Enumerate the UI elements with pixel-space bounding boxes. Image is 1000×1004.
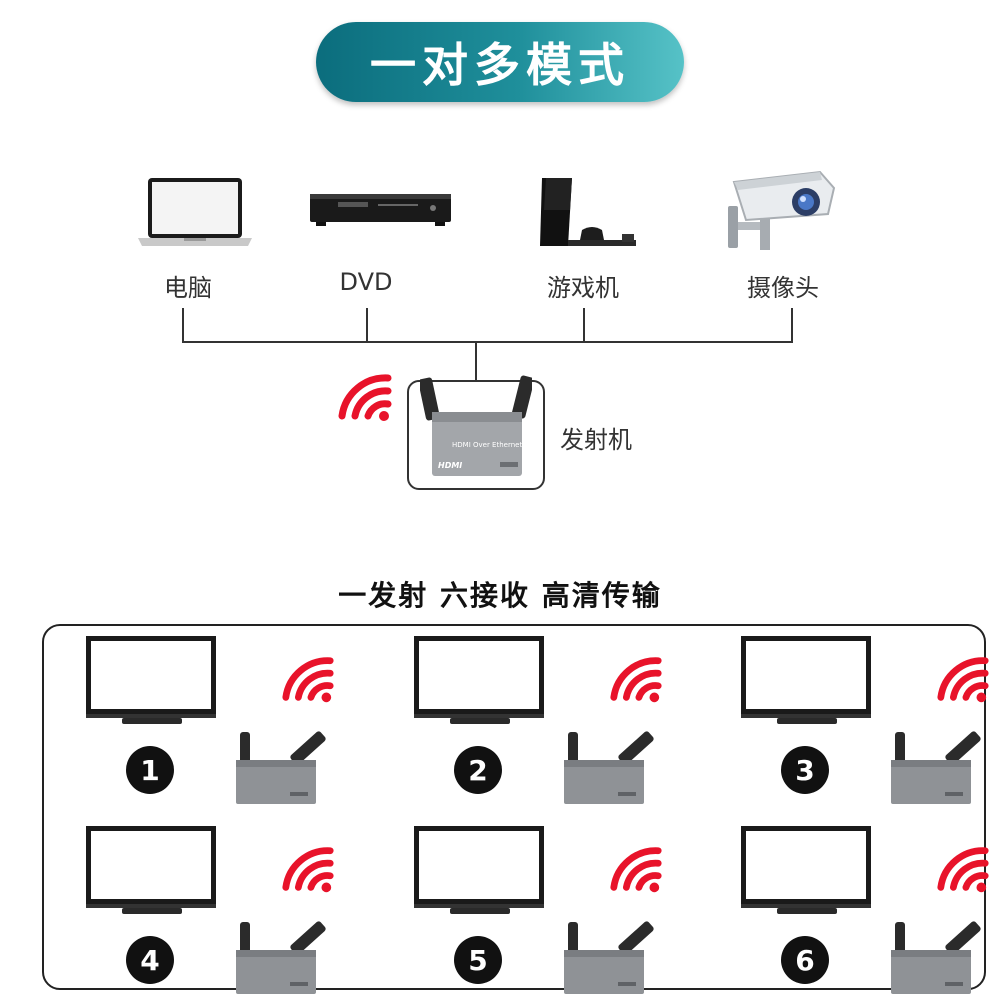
receiver-unit: 2 <box>412 634 682 814</box>
receiver-device-icon <box>564 921 654 994</box>
receiver-number-badge: 3 <box>781 746 829 794</box>
mode-title-badge: 一对多模式 <box>316 22 684 102</box>
mode-title: 一对多模式 <box>370 38 630 92</box>
source-label-game-console: 游戏机 <box>547 274 619 302</box>
receiver-unit: 4 <box>84 824 354 1004</box>
receiver-device-icon <box>236 731 326 804</box>
tv-icon <box>86 826 216 914</box>
wifi-signal-icon <box>282 657 334 703</box>
receiver-unit: 6 <box>739 824 1000 1004</box>
wifi-signal-icon <box>937 657 989 703</box>
receiver-number-badge: 2 <box>454 746 502 794</box>
tv-icon <box>414 826 544 914</box>
tv-icon <box>741 636 871 724</box>
receiver-device-icon <box>891 921 981 994</box>
security-camera-icon <box>724 168 838 252</box>
wifi-signal-icon <box>610 847 662 893</box>
subtitle: 一发射 六接收 高清传输 <box>338 579 662 612</box>
receiver-unit: 1 <box>84 634 354 814</box>
receiver-number-badge: 4 <box>126 936 174 984</box>
transmitter-device-text: HDMI Over Ethernet <box>452 441 523 449</box>
tv-icon <box>86 636 216 724</box>
receiver-device-icon <box>564 731 654 804</box>
receiver-number-badge: 5 <box>454 936 502 984</box>
tv-icon <box>741 826 871 914</box>
receiver-number-badge: 6 <box>781 936 829 984</box>
dvd-player-icon <box>308 190 453 230</box>
receiver-unit: 5 <box>412 824 682 1004</box>
transmitter-label: 发射机 <box>560 426 632 454</box>
laptop-icon <box>136 176 254 248</box>
hdmi-logo: HDMI <box>438 461 463 470</box>
wifi-signal-icon <box>610 657 662 703</box>
wifi-signal-icon <box>336 372 394 424</box>
transmitter-device <box>420 372 532 484</box>
wifi-signal-icon <box>937 847 989 893</box>
receiver-device-icon <box>236 921 326 994</box>
tv-icon <box>414 636 544 724</box>
receivers-panel <box>42 624 986 990</box>
receiver-device-icon <box>891 731 981 804</box>
source-label-camera: 摄像头 <box>747 274 819 302</box>
wifi-signal-icon <box>282 847 334 893</box>
connection-lines <box>182 308 793 380</box>
source-label-computer: 电脑 <box>164 274 212 302</box>
receiver-number-badge: 1 <box>126 746 174 794</box>
source-label-dvd: DVD <box>339 268 393 296</box>
game-console-icon <box>538 174 638 250</box>
receiver-unit: 3 <box>739 634 1000 814</box>
